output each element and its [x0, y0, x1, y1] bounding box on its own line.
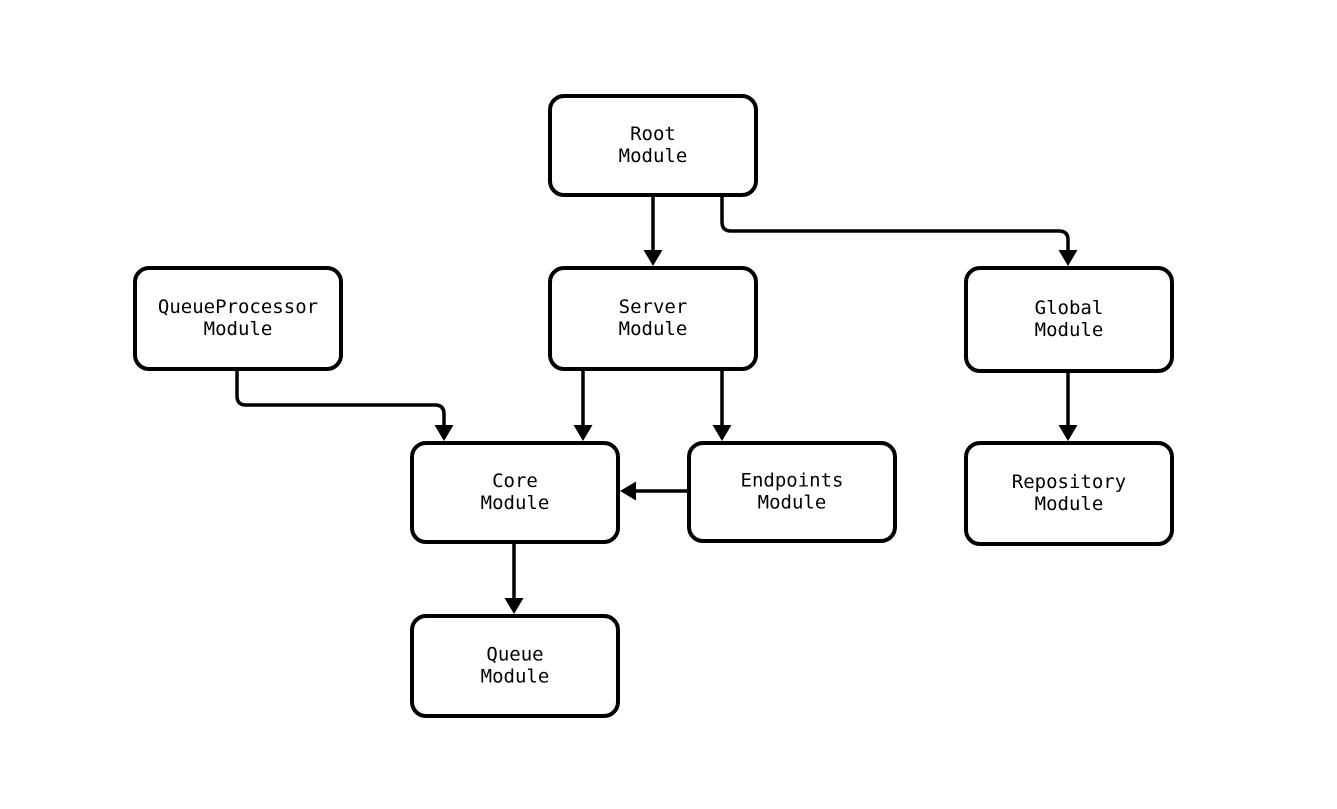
arrowhead-icon [643, 250, 663, 266]
node-box[interactable] [548, 94, 758, 197]
node-label-line1: Queue [486, 644, 543, 666]
edge-server-to-core [573, 371, 593, 441]
node-label-line2: Module [1035, 493, 1104, 515]
arrowhead-icon [504, 598, 524, 614]
edge-endpoints-to-core [620, 481, 687, 501]
edge-server-to-endpoints [712, 371, 732, 441]
node-label-line1: Server [619, 296, 688, 318]
node-label-line2: Module [619, 145, 688, 167]
node-label-line1: Repository [1012, 471, 1126, 493]
node-box[interactable] [964, 441, 1174, 546]
node-label-line1: Core [492, 470, 538, 492]
edge-root-to-server [643, 197, 663, 266]
node-label-line2: Module [481, 492, 550, 514]
node-label-line1: Endpoints [741, 470, 844, 492]
arrowhead-icon [434, 425, 454, 441]
node-label-line1: Global [1035, 297, 1104, 319]
edges-layer [235, 197, 1078, 614]
node-box[interactable] [964, 266, 1174, 373]
arrowhead-icon [1058, 250, 1078, 266]
node-box[interactable] [548, 266, 758, 371]
edge-root-to-global [720, 197, 1078, 266]
nodes-layer: RootModuleQueueProcessorModuleServerModu… [133, 94, 1174, 718]
node-label-line2: Module [619, 318, 688, 340]
node-label-line1: QueueProcessor [158, 296, 318, 318]
node-label-line2: Module [758, 492, 827, 514]
edge-line [235, 371, 446, 427]
node-label-line2: Module [1035, 319, 1104, 341]
node-label-line2: Module [481, 666, 550, 688]
arrowhead-icon [620, 481, 636, 501]
arrowhead-icon [1058, 425, 1078, 441]
edge-line [720, 197, 1070, 252]
node-label-line1: Root [630, 123, 676, 145]
edge-global-to-repository [1058, 373, 1078, 441]
node-box[interactable] [687, 441, 897, 543]
arrowhead-icon [712, 425, 732, 441]
arrowhead-icon [573, 425, 593, 441]
node-label-line2: Module [204, 318, 273, 340]
node-box[interactable] [133, 266, 343, 371]
edge-queueprocessor-to-core [235, 371, 454, 441]
node-box[interactable] [410, 441, 620, 544]
edge-core-to-queue [504, 544, 524, 614]
node-box[interactable] [410, 614, 620, 718]
